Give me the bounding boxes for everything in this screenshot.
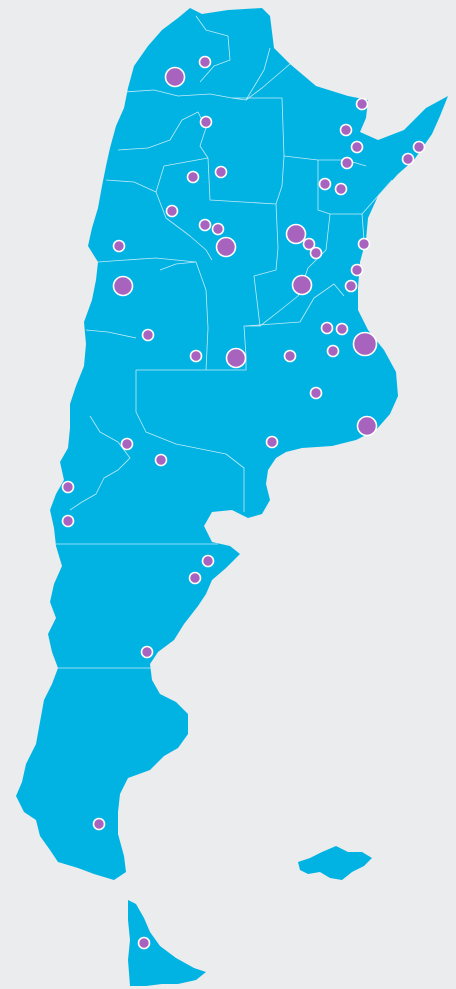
- city-marker[interactable]: [112, 239, 126, 253]
- city-marker[interactable]: [334, 182, 348, 196]
- city-marker[interactable]: [120, 437, 134, 451]
- city-marker[interactable]: [335, 322, 349, 336]
- city-marker[interactable]: [412, 140, 426, 154]
- city-marker[interactable]: [211, 222, 225, 236]
- city-marker[interactable]: [283, 349, 297, 363]
- city-marker[interactable]: [291, 274, 313, 296]
- city-marker[interactable]: [198, 55, 212, 69]
- city-marker[interactable]: [201, 554, 215, 568]
- city-marker[interactable]: [350, 263, 364, 277]
- city-marker[interactable]: [318, 177, 332, 191]
- city-marker[interactable]: [339, 123, 353, 137]
- city-marker[interactable]: [309, 386, 323, 400]
- city-marker[interactable]: [189, 349, 203, 363]
- city-marker[interactable]: [214, 165, 228, 179]
- city-marker[interactable]: [215, 236, 237, 258]
- city-marker[interactable]: [164, 66, 186, 88]
- city-marker[interactable]: [225, 347, 247, 369]
- city-marker[interactable]: [344, 279, 358, 293]
- city-marker[interactable]: [188, 571, 202, 585]
- city-marker[interactable]: [320, 321, 334, 335]
- city-marker[interactable]: [356, 415, 378, 437]
- city-marker[interactable]: [199, 115, 213, 129]
- city-marker[interactable]: [198, 218, 212, 232]
- mainland-landmass: [16, 8, 448, 880]
- city-marker[interactable]: [141, 328, 155, 342]
- city-marker[interactable]: [326, 344, 340, 358]
- city-marker[interactable]: [340, 156, 354, 170]
- city-marker[interactable]: [140, 645, 154, 659]
- islands-east: [298, 846, 372, 880]
- city-marker[interactable]: [352, 331, 378, 357]
- tierra-del-fuego: [128, 900, 206, 986]
- city-marker[interactable]: [401, 152, 415, 166]
- city-marker[interactable]: [350, 140, 364, 154]
- city-marker[interactable]: [112, 275, 134, 297]
- city-marker[interactable]: [61, 514, 75, 528]
- city-marker[interactable]: [357, 237, 371, 251]
- city-marker[interactable]: [355, 97, 369, 111]
- city-marker[interactable]: [137, 936, 151, 950]
- city-marker[interactable]: [61, 480, 75, 494]
- city-marker[interactable]: [165, 204, 179, 218]
- city-marker[interactable]: [285, 223, 307, 245]
- city-markers: [61, 55, 426, 950]
- city-marker[interactable]: [302, 237, 316, 251]
- city-marker[interactable]: [186, 170, 200, 184]
- city-marker[interactable]: [265, 435, 279, 449]
- city-marker[interactable]: [309, 246, 323, 260]
- city-marker[interactable]: [154, 453, 168, 467]
- city-marker[interactable]: [92, 817, 106, 831]
